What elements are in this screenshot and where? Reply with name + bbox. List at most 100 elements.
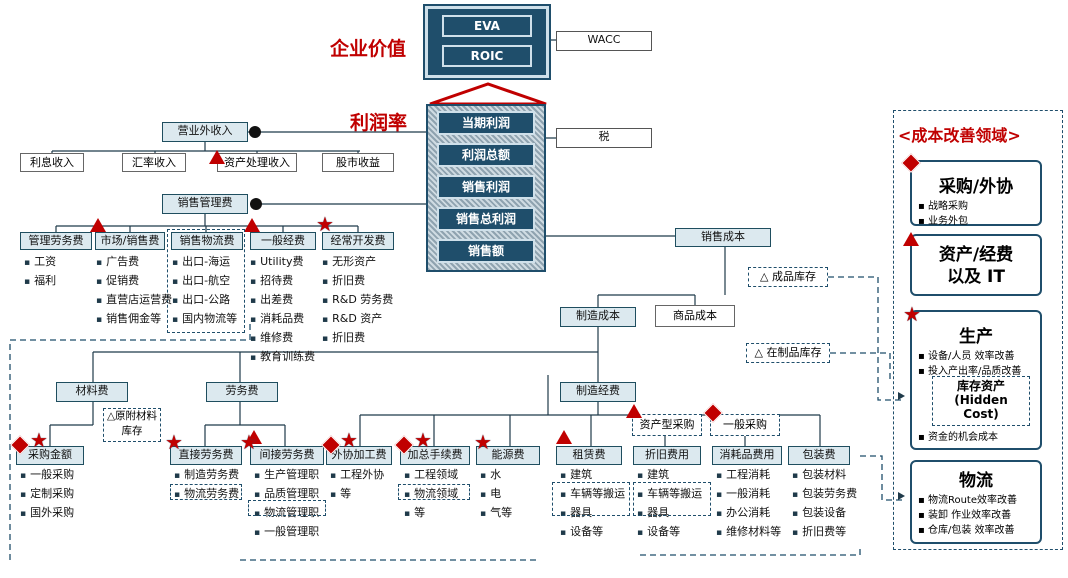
- sales-profit-box: 销售利润: [437, 175, 535, 199]
- list-item: 国内物流等: [172, 310, 237, 329]
- list-item: 折旧费: [322, 272, 393, 291]
- list-item: 招待费: [250, 272, 315, 291]
- list-item: 教育训练费: [250, 348, 315, 367]
- list-item: 直营店运营费: [96, 291, 172, 310]
- dev-expense-list: 无形资产折旧费R&D 劳务费R&D 资产折旧费: [322, 253, 393, 348]
- current-profit-box: 当期利润: [437, 111, 535, 135]
- general-expense-list: Utility费招待费出差费消耗品费维修费教育训练费: [250, 253, 315, 367]
- dashed-highlight: [170, 484, 242, 500]
- admin-labor-box: 管理劳务费: [20, 232, 92, 250]
- sga-box: 销售管理费: [162, 194, 248, 214]
- roic-box: ROIC: [442, 45, 532, 67]
- asset-expense-it-panel: 资产/经费 以及 IT: [910, 234, 1042, 296]
- list-item: 品质管理职: [254, 485, 319, 504]
- consumables-box: 消耗品费用: [712, 446, 782, 465]
- list-item: 战略采购: [918, 199, 1040, 214]
- production-panel: 生产 设备/人员 效率改善 投入产出率/品质改善 库存资产 (Hidden Co…: [910, 310, 1042, 450]
- procurement-panel: 采购/外协 战略采购 业务外包: [910, 160, 1042, 229]
- list-item: 物流领域: [404, 485, 458, 504]
- list-item: 包装设备: [792, 504, 857, 523]
- list-item: 定制采购: [20, 485, 74, 504]
- list-item: 维修材料等: [716, 523, 781, 542]
- up-arrow-icon: [429, 82, 547, 106]
- marketing-list: 广告费促销费直营店运营费销售佣金等: [96, 253, 172, 329]
- eva-roic-block: EVA ROIC: [423, 4, 551, 80]
- star-icon: ★: [474, 430, 492, 454]
- improvement-area-title: <成本改善领域>: [898, 126, 1021, 145]
- dashed-highlight: [398, 484, 470, 500]
- list-item: 投入产出率/品质改善: [918, 364, 1040, 379]
- list-item: 设备等: [637, 523, 702, 542]
- energy-list: 水电气等: [480, 466, 512, 523]
- list-item: 国外采购: [20, 504, 74, 523]
- connector-dot: [249, 126, 261, 138]
- star-icon: ★: [414, 428, 432, 452]
- list-item: 等: [330, 485, 384, 504]
- wacc-box: WACC: [556, 31, 652, 51]
- procurement-title: 采购/外协: [938, 177, 1014, 197]
- general-expense-box: 一般经费: [250, 232, 316, 250]
- connector-dot: [250, 198, 262, 210]
- total-profit-box: 利润总额: [437, 143, 535, 167]
- triangle-icon: [626, 404, 642, 418]
- list-item: 维修费: [250, 329, 315, 348]
- list-item: 等: [404, 504, 458, 523]
- list-item: 水: [480, 466, 512, 485]
- cogs-box: 销售成本: [675, 228, 771, 247]
- list-item: 装卸 作业效率改善: [918, 508, 1040, 523]
- list-item: 折旧费: [322, 329, 393, 348]
- mfg-overhead-box: 制造经费: [560, 382, 636, 402]
- list-item: 办公消耗: [716, 504, 781, 523]
- lease-box: 租赁费: [556, 446, 622, 465]
- triangle-icon: [244, 218, 260, 232]
- list-item: 生产管理职: [254, 466, 319, 485]
- gross-sales-profit-box: 销售总利润: [437, 207, 535, 231]
- processing-fee-box: 加总手续费: [400, 446, 470, 465]
- labor-cost-box: 劳务费: [206, 382, 278, 402]
- list-item: 建筑: [637, 466, 702, 485]
- list-item: 促销费: [96, 272, 172, 291]
- sales-revenue-box: 销售额: [437, 239, 535, 263]
- star-icon: ★: [340, 428, 358, 452]
- list-item: 无形资产: [322, 253, 393, 272]
- star-icon: ★: [240, 430, 258, 454]
- triangle-icon: [90, 218, 106, 232]
- dev-expense-box: 经常开发费: [322, 232, 394, 250]
- list-item: 包装劳务费: [792, 485, 857, 504]
- list-item: 销售佣金等: [96, 310, 172, 329]
- wip-inventory-box: △ 在制品库存: [746, 343, 830, 363]
- interest-income-box: 利息收入: [20, 153, 84, 172]
- list-item: Utility费: [250, 253, 315, 272]
- list-item: 车辆等搬运: [560, 485, 625, 504]
- logistics-panel: 物流 物流Route效率改善 装卸 作业效率改善 仓库/包装 效率改善: [910, 460, 1042, 544]
- list-item: 工程外协: [330, 466, 384, 485]
- depreciation-box: 折旧费用: [633, 446, 701, 465]
- list-item: 物流Route效率改善: [918, 493, 1040, 508]
- triangle-icon: [209, 150, 225, 164]
- list-item: 福利: [24, 272, 56, 291]
- list-item: 工资: [24, 253, 56, 272]
- list-item: 制造劳务费: [174, 466, 239, 485]
- list-item: 包装材料: [792, 466, 857, 485]
- list-item: 折旧费等: [792, 523, 857, 542]
- list-item: 工程领域: [404, 466, 458, 485]
- stock-income-box: 股市收益: [322, 153, 394, 172]
- list-item: 设备/人员 效率改善: [918, 349, 1040, 364]
- dashed-highlight: [633, 482, 711, 516]
- asset-purchase-box: 资产型采购: [632, 414, 702, 436]
- packaging-list: 包装材料包装劳务费包装设备折旧费等: [792, 466, 857, 542]
- production-title: 生产: [959, 327, 993, 347]
- outsourcing-list: 工程外协等: [330, 466, 384, 504]
- outsourcing-box: 外协加工费: [326, 446, 392, 465]
- packaging-box: 包装费: [788, 446, 850, 465]
- triangle-icon: [903, 232, 919, 246]
- list-item: 出口-公路: [172, 291, 237, 310]
- hidden-cost-box: 库存资产 (Hidden Cost): [932, 376, 1030, 426]
- list-item: 工程消耗: [716, 466, 781, 485]
- dashed-highlight: [248, 500, 326, 516]
- profit-rate-label: 利润率: [350, 112, 408, 134]
- procurement-list: 战略采购 业务外包: [912, 199, 1040, 229]
- list-item: 广告费: [96, 253, 172, 272]
- triangle-icon: [246, 430, 262, 444]
- fx-income-box: 汇率收入: [122, 153, 186, 172]
